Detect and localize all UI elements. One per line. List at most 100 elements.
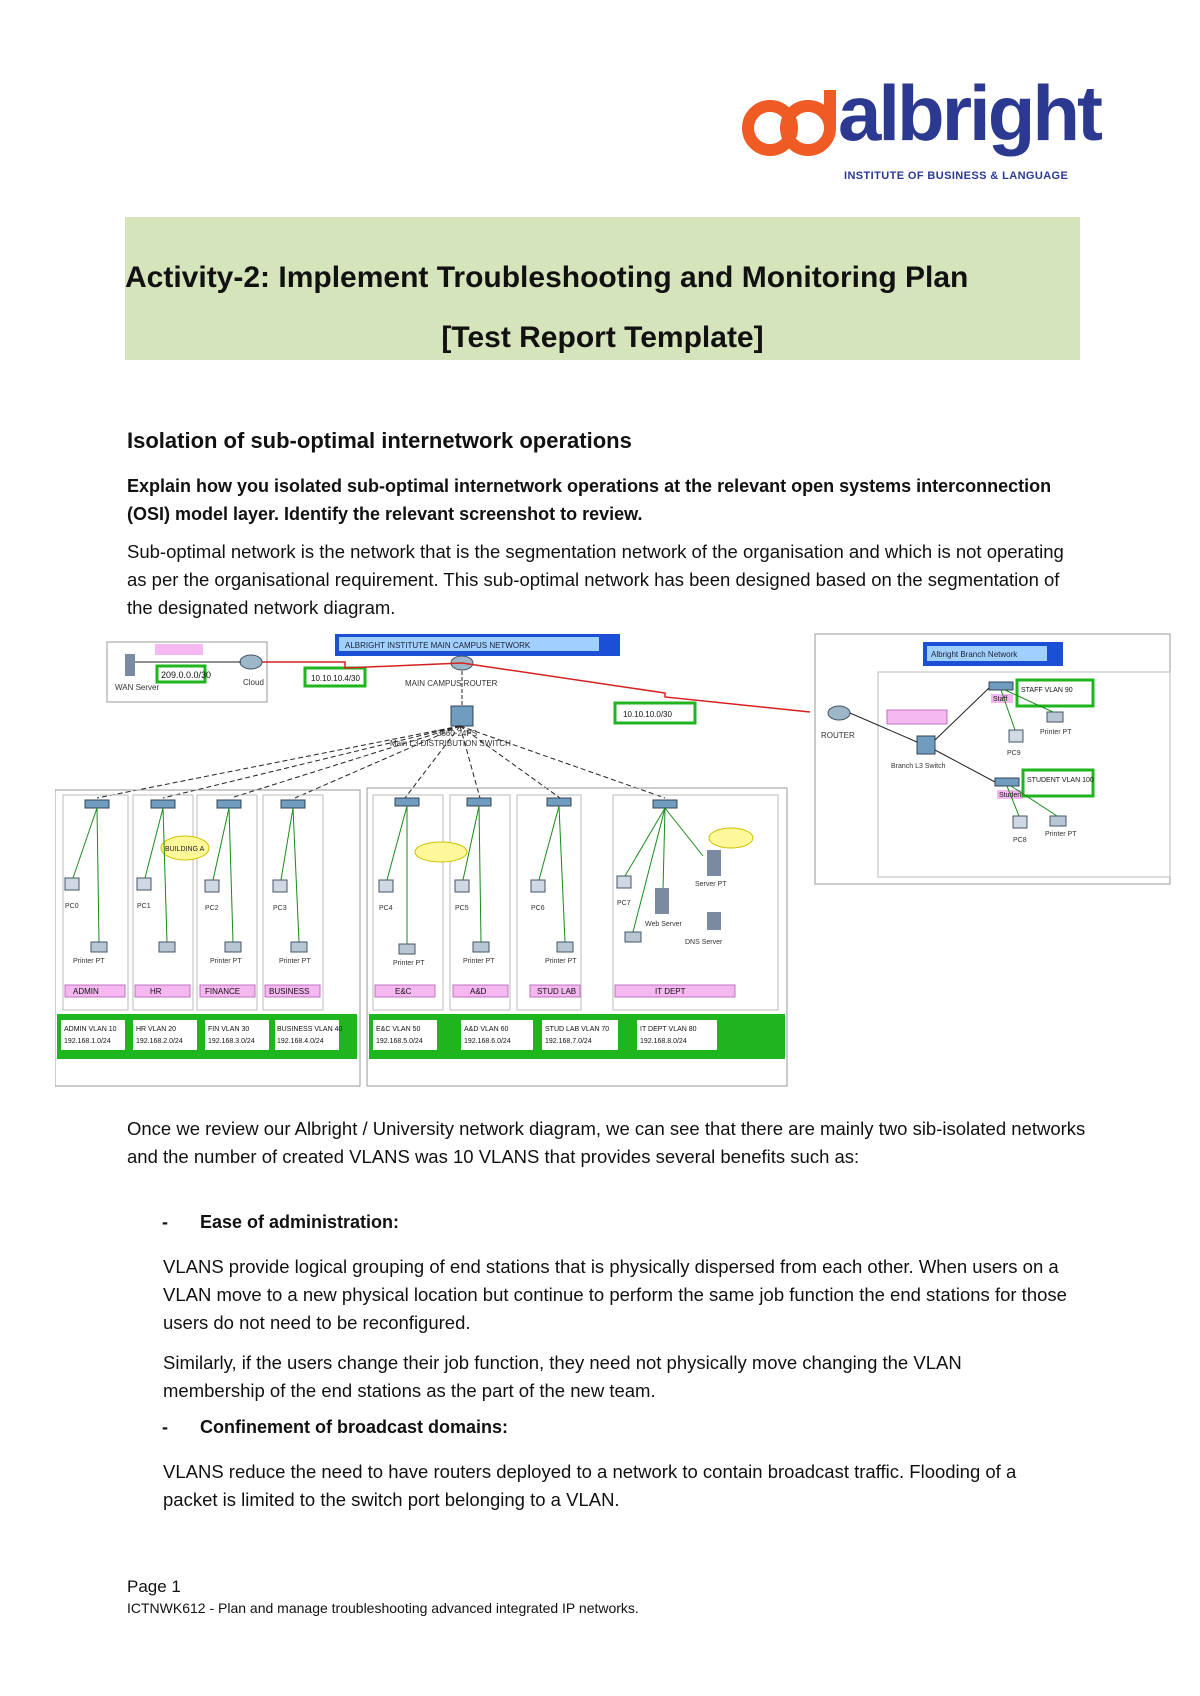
cloud-label: Cloud (243, 678, 264, 687)
branch-device-links (1000, 689, 1058, 817)
diagram-main-title-inner (339, 637, 599, 651)
branch-title-inner (927, 646, 1047, 661)
building-a-departments (62, 794, 324, 1011)
branch-inner-frame (877, 671, 1171, 878)
vlan-label: ADMIN VLAN 10 (64, 1026, 117, 1033)
bullet-2-title: Confinement of broadcast domains: (200, 1417, 509, 1437)
printer-icons (90, 931, 642, 955)
student-vlan-label: STUDENT VLAN 100 (1027, 777, 1094, 784)
building-b-frame (366, 787, 788, 1087)
printer-label: Printer PT (463, 958, 495, 965)
building-a-label: BUILDING A (165, 846, 205, 853)
building-a-tag (160, 835, 210, 861)
distribution-switch-label: Main L3 DISTRIBUTION SWITCH (390, 739, 511, 748)
pc9-icon (1008, 729, 1024, 743)
building-b-tag (414, 841, 468, 863)
building-b-departments (372, 794, 779, 1011)
pc-label: PC7 (617, 900, 631, 907)
pc8-icon (1012, 815, 1028, 829)
building-a-frame (55, 789, 361, 1087)
logo-wordmark: albright (838, 69, 1103, 157)
footer-course: ICTNWK612 - Plan and manage troubleshoot… (127, 1600, 639, 1616)
dept-label: IT DEPT (655, 987, 686, 996)
cloud-router-icon (239, 654, 263, 670)
logo-tagline: INSTITUTE OF BUSINESS & LANGUAGE (844, 170, 1069, 182)
dept-label: ADMIN (73, 987, 99, 996)
cloud-red-link (262, 661, 463, 669)
vlan-label: BUSINESS VLAN 40 (277, 1026, 342, 1033)
wan-net-label: 209.0.0.0/30 (161, 670, 211, 680)
section-heading: Isolation of sub-optimal internetwork op… (127, 428, 632, 453)
vlan-net: 192.168.5.0/24 (376, 1038, 423, 1045)
vlan-label: STUD LAB VLAN 70 (545, 1026, 609, 1033)
branch-printer-label: Printer PT (1045, 831, 1077, 838)
branch-router-label: ROUTER (821, 731, 855, 740)
pc-labels: PC0 PC1 PC2 PC3 PC4 PC5 PC6 PC7 (65, 900, 631, 912)
staff-pink-tag (991, 694, 1013, 703)
cloud-net-label: 10.10.10.4/30 (311, 674, 360, 683)
diagram-main-title: ALBRIGHT INSTITUTE MAIN CAMPUS NETWORK (345, 641, 531, 650)
it-tag (708, 827, 754, 849)
printer-label: Printer PT (279, 958, 311, 965)
bullet-marker: - (162, 1212, 168, 1232)
dept-pink-bars (64, 984, 736, 998)
footer-page-number: Page 1 (127, 1577, 181, 1596)
pc-label: PC1 (137, 903, 151, 910)
bullet-1-text-1: VLANS provide logical grouping of end st… (163, 1256, 1067, 1333)
vlan-label: HR VLAN 20 (136, 1026, 176, 1033)
branch-red-link (461, 662, 811, 713)
vlan-label: A&D VLAN 60 (464, 1026, 508, 1033)
vlan-label: E&C VLAN 50 (376, 1026, 420, 1033)
wan-server-icon (125, 654, 135, 676)
branch-router-icon (827, 705, 851, 721)
dept-label: E&C (395, 987, 412, 996)
document-subtitle: [Test Report Template] (441, 321, 764, 354)
answer-paragraph-2: Once we review our Albright / University… (127, 1118, 1086, 1167)
student-link (934, 749, 996, 783)
branch-router-switch-link (849, 712, 918, 743)
vlan-labels: ADMIN VLAN 10 192.168.1.0/24 HR VLAN 20 … (64, 1026, 697, 1045)
dns-server-icon (707, 912, 721, 930)
vlan-label: FIN VLAN 30 (208, 1026, 249, 1033)
device-links (72, 805, 704, 944)
pc8-label: PC8 (1013, 837, 1027, 844)
main-router-label: MAIN CAMPUS ROUTER (405, 679, 498, 688)
web-server-label: Web Server (645, 921, 682, 928)
pc-label: PC4 (379, 905, 393, 912)
pc-label: PC2 (205, 905, 219, 912)
dept-label: A&D (470, 987, 487, 996)
vlan-label: IT DEPT VLAN 80 (640, 1026, 697, 1033)
branch-printer-1-icon (1046, 711, 1064, 723)
document-title: Activity-2: Implement Troubleshooting an… (125, 261, 969, 294)
staff-device-label: Staff (993, 696, 1007, 703)
distribution-switch-model: 3560-24PS (437, 729, 477, 738)
printer-label: Printer PT (545, 958, 577, 965)
dept-labels: ADMIN HR FINANCE BUSINESS E&C A&D STUD L… (73, 987, 686, 996)
branch-net-label: 10.10.10.0/30 (623, 710, 672, 719)
staff-vlan-label: STAFF VLAN 90 (1021, 687, 1073, 694)
pc-label: PC0 (65, 903, 79, 910)
printer-labels: Printer PT Printer PT Printer PT Printer… (73, 958, 577, 967)
albright-logo-mark-icon (742, 90, 836, 156)
dept-label: HR (150, 987, 162, 996)
vlan-boxes (61, 1020, 717, 1050)
wan-server-label: WAN Server (115, 683, 159, 692)
bullet-1-text-2: Similarly, if the users change their job… (163, 1352, 962, 1401)
staff-link (934, 687, 990, 741)
wan-group-box (106, 641, 268, 703)
bullet-2-text-1: VLANS reduce the need to have routers de… (163, 1461, 1017, 1510)
pc-icons (64, 875, 632, 893)
access-switch-icons (84, 797, 678, 809)
staff-switch-icon (988, 681, 1014, 691)
dns-server-label: DNS Server (685, 939, 723, 946)
title-banner: Activity-2: Implement Troubleshooting an… (125, 217, 1080, 360)
branch-pink-label (886, 709, 948, 725)
answer-paragraph-1: Sub-optimal network is the network that … (127, 541, 1064, 618)
printer-label: Printer PT (73, 958, 105, 965)
bullet-marker: - (162, 1417, 168, 1437)
pc-label: PC6 (531, 905, 545, 912)
vlan-net: 192.168.8.0/24 (640, 1038, 687, 1045)
branch-switch-label: Branch L3 Switch (891, 763, 946, 770)
dept-label: BUSINESS (269, 987, 309, 996)
access-links (96, 725, 666, 799)
